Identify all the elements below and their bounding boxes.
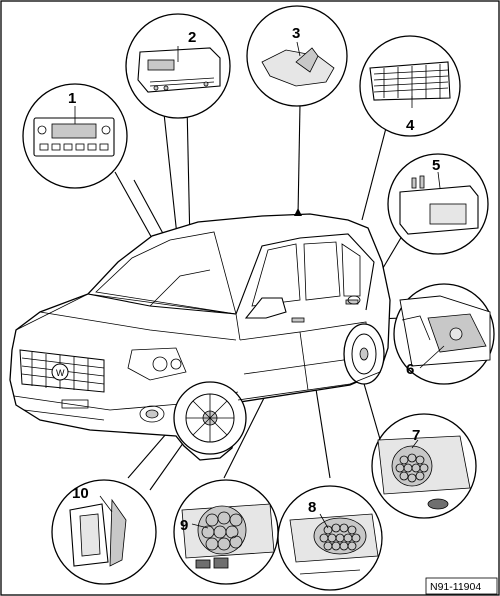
detail-front-door-speaker: [277, 485, 383, 591]
callout-10: 10: [72, 485, 89, 502]
callout-3: 3: [292, 25, 300, 42]
callout-8: 8: [308, 499, 316, 516]
detail-side-component: [393, 283, 495, 385]
detail-control-unit: [387, 153, 489, 255]
callout-6: 6: [406, 361, 414, 378]
callout-2: 2: [188, 29, 196, 46]
detail-tweeter: [51, 479, 157, 585]
callout-9: 9: [180, 517, 188, 534]
callout-1: 1: [68, 90, 76, 107]
detail-radio-unit: [22, 83, 128, 189]
detail-rear-window-antenna: [359, 35, 461, 137]
callout-5: 5: [432, 157, 440, 174]
detail-front-door-woofer: [173, 479, 279, 585]
reference-code: N91-11904: [430, 581, 481, 593]
callout-4: 4: [406, 117, 415, 134]
detail-rear-door-speaker: [371, 413, 477, 519]
svg-text:W: W: [56, 368, 65, 378]
detail-roof-antenna: [246, 5, 348, 107]
reference-code-box: [425, 577, 498, 595]
callout-7: 7: [412, 427, 420, 444]
callout-labels: 1 2 3 4 5 6 7 8 9 10: [68, 25, 440, 534]
vehicle-illustration: W: [9, 208, 391, 461]
detail-amplifier: [125, 13, 231, 119]
